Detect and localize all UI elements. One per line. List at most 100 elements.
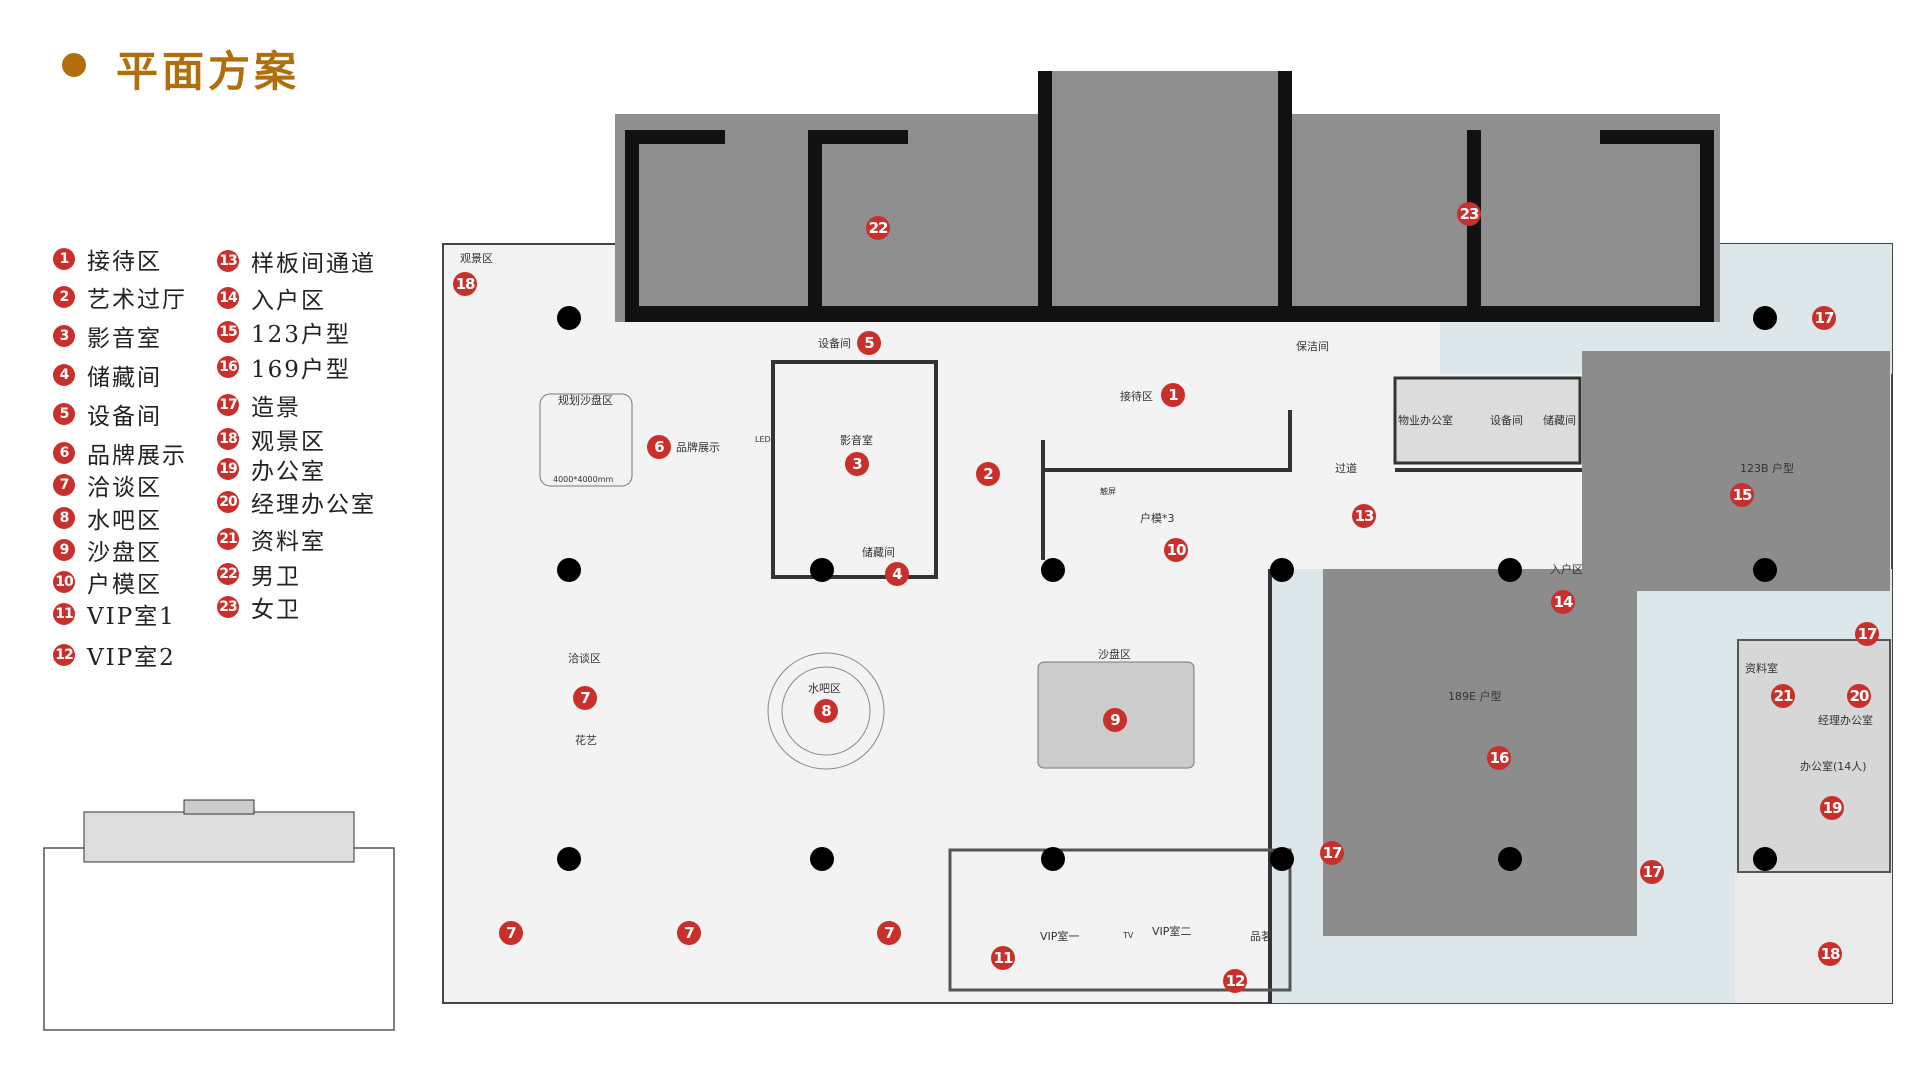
marker-badge: [866, 216, 890, 240]
marker-number: 3: [852, 455, 862, 473]
marker-number: 2: [983, 465, 993, 483]
label-brand: 品牌展示: [676, 440, 720, 454]
marker-badge: [1164, 538, 1188, 562]
zone-marker: 7: [573, 686, 597, 710]
marker-badge: [1320, 841, 1344, 865]
marker-number: 19: [1823, 799, 1842, 817]
label-archive: 资料室: [1745, 661, 1778, 675]
unit-169-layout: [1323, 569, 1637, 936]
marker-badge: [1812, 306, 1836, 330]
marker-badge: [991, 946, 1015, 970]
zone-marker: 17: [1640, 860, 1664, 884]
legend-label: 艺术过厅: [87, 287, 187, 313]
label-sand-table: 沙盘区: [1098, 647, 1131, 661]
marker-number: 13: [1355, 507, 1374, 525]
legend-item: 6 品牌展示: [53, 438, 187, 469]
marker-number: 14: [1554, 593, 1573, 611]
zone-marker: 20: [1847, 684, 1871, 708]
marker-number: 12: [1226, 972, 1245, 990]
marker-badge: [1551, 590, 1575, 614]
marker-badge: [453, 272, 477, 296]
legend-label: 样板间通道: [251, 251, 376, 277]
unit-123-layout: [1582, 351, 1890, 591]
legend-number-badge: 13: [217, 250, 239, 272]
viewing-deck: [1735, 872, 1892, 1003]
marker-number: 17: [1815, 309, 1834, 327]
legend-label: 资料室: [251, 529, 326, 555]
legend-number-badge: 6: [53, 442, 75, 464]
legend-label: 造景: [251, 395, 301, 421]
legend-number-badge: 22: [217, 563, 239, 585]
legend-number-badge: 7: [53, 474, 75, 496]
label-cleaning: 保洁间: [1296, 339, 1329, 353]
marker-number: 10: [1167, 541, 1186, 559]
structural-columns: [557, 306, 1777, 871]
legend-label: 设备间: [87, 404, 162, 430]
label-office-14: 办公室(14人): [1800, 759, 1867, 773]
zone-marker: 17: [1855, 622, 1879, 646]
office-area: [1737, 639, 1891, 873]
marker-badge: [677, 921, 701, 945]
zone-marker: 16: [1487, 746, 1511, 770]
marker-badge: [1771, 684, 1795, 708]
zone-marker: 17: [1812, 306, 1836, 330]
legend-number-badge: 9: [53, 539, 75, 561]
marker-number: 8: [821, 702, 831, 720]
marker-number: 21: [1774, 687, 1793, 705]
zone-marker: 9: [1103, 708, 1127, 732]
zone-marker: 21: [1771, 684, 1795, 708]
water-bar-counter: [767, 652, 885, 770]
legend-number-badge: 17: [217, 394, 239, 416]
legend-label: 品牌展示: [87, 443, 187, 469]
marker-number: 20: [1850, 687, 1869, 705]
zone-marker: 3: [845, 452, 869, 476]
service-core: [615, 114, 1720, 322]
label-water-bar: 水吧区: [808, 682, 841, 695]
core-walls: [625, 71, 1714, 322]
legend-number-badge: 14: [217, 287, 239, 309]
marker-number: 18: [1821, 945, 1840, 963]
planning-model: [539, 393, 633, 487]
zone-marker: 18: [1818, 942, 1842, 966]
legend-item: 17 造景: [217, 390, 301, 421]
label-planning-model: 规划沙盘区: [558, 393, 613, 407]
legend-number-badge: 2: [53, 286, 75, 308]
marker-badge: [1457, 202, 1481, 226]
legend-label: 储藏间: [87, 365, 162, 391]
label-storage-2: 储藏间: [1543, 413, 1576, 427]
interior-walls: [771, 360, 1617, 1003]
marker-number: 4: [892, 565, 902, 583]
zone-marker: 11: [991, 946, 1015, 970]
vip-rooms: [948, 848, 1292, 992]
marker-badge: [1847, 684, 1871, 708]
label-manager: 经理办公室: [1818, 713, 1873, 727]
marker-badge: [1730, 483, 1754, 507]
label-corridor: 过道: [1335, 461, 1357, 475]
marker-number: 18: [456, 275, 475, 293]
marker-badge: [499, 921, 523, 945]
zone-marker: 22: [866, 216, 890, 240]
marker-badge: [814, 699, 838, 723]
legend-number-badge: 11: [53, 603, 75, 625]
zone-marker: 19: [1820, 796, 1844, 820]
label-vip2: VIP室二: [1152, 924, 1191, 938]
legend-label: 户模区: [87, 572, 162, 598]
zone-marker: 1: [1161, 383, 1185, 407]
legend-label: 男卫: [251, 564, 301, 590]
legend-number-badge: 15: [217, 321, 239, 343]
legend-label: 办公室: [251, 459, 326, 485]
